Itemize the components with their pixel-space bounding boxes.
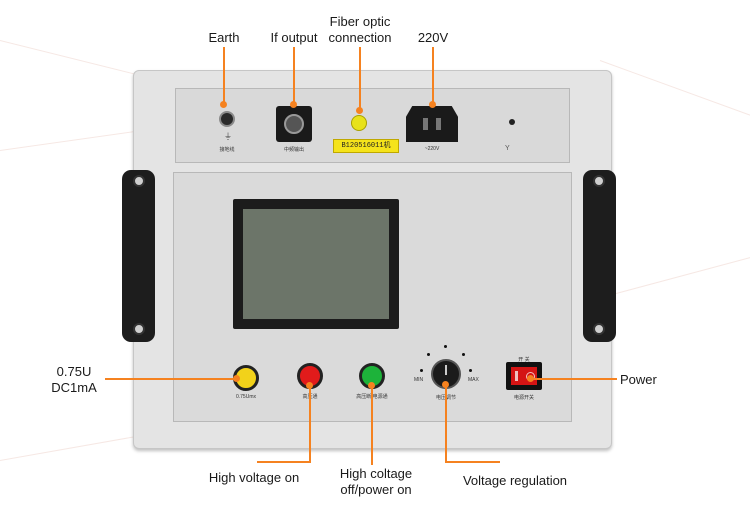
power-off-icon — [515, 371, 518, 381]
lcd-display — [233, 199, 399, 329]
callout-line-fiber — [359, 47, 361, 109]
callout-dot-power — [527, 375, 534, 382]
if-output-connector[interactable] — [276, 106, 312, 142]
connector-socket-icon — [284, 114, 304, 134]
callout-dot-220v — [429, 101, 436, 108]
callout-fiber-line2: connection — [328, 30, 392, 45]
callout-line-220v — [432, 47, 434, 103]
callout-line-power — [530, 378, 617, 380]
callout-dc-line1: 0.75U — [56, 364, 92, 379]
indicator-hole — [509, 119, 515, 125]
knob-tick — [427, 353, 430, 356]
handle-screw — [133, 175, 145, 187]
knob-max-label: MAX — [468, 377, 479, 383]
handle-screw — [133, 323, 145, 335]
power-inlet-220v[interactable] — [406, 106, 458, 142]
knob-tick — [469, 369, 472, 372]
power-switch-label: 电源开关 — [513, 395, 534, 401]
earth-terminal-label: 接地线 — [219, 147, 235, 153]
callout-power: Power — [620, 372, 657, 387]
signal-icon: Y — [505, 145, 510, 152]
callout-fiber-line1: Fiber optic — [329, 14, 391, 29]
right-handle — [583, 170, 616, 342]
callout-hv-off-line2: off/power on — [340, 482, 412, 497]
serial-number: B120516011机 — [341, 142, 391, 150]
knob-min-label: MIN — [414, 377, 424, 383]
if-output-label: 中频输出 — [283, 147, 304, 153]
knob-tick — [444, 345, 447, 348]
knob-tick — [462, 353, 465, 356]
earth-terminal[interactable] — [219, 111, 235, 127]
callout-dot-voltage-reg — [442, 381, 449, 388]
callout-line-earth — [223, 47, 225, 103]
earth-symbol-icon: ⏚ — [224, 132, 232, 141]
callout-dot-fiber — [356, 107, 363, 114]
callout-hv-off-line1: High coltage — [339, 466, 413, 481]
high-voltage-off-power-on-button[interactable] — [359, 363, 385, 389]
inlet-pin-icon — [423, 118, 428, 130]
callout-if-output: If output — [270, 30, 318, 45]
knob-tick — [420, 369, 423, 372]
power-inlet-label: ~220V — [424, 146, 440, 152]
background-line — [599, 60, 750, 116]
callout-220v: 220V — [417, 30, 449, 45]
knob-scale — [420, 345, 472, 397]
lcd-screen — [243, 209, 389, 319]
inlet-pin-icon — [436, 118, 441, 130]
callout-dot-earth — [220, 101, 227, 108]
callout-dot-if-output — [290, 101, 297, 108]
callout-hv-on: High voltage on — [208, 470, 300, 485]
callout-dot-dc — [233, 375, 240, 382]
handle-screw — [593, 323, 605, 335]
callout-dot-hv-on — [306, 382, 313, 389]
callout-line-if-output — [293, 47, 295, 103]
callout-dc-line2: DC1mA — [51, 380, 97, 395]
callout-line-hv-off — [371, 385, 373, 465]
callout-line-hv-on — [309, 385, 311, 463]
callout-line-voltage-reg — [445, 384, 447, 463]
callout-voltage-reg: Voltage regulation — [462, 473, 568, 488]
left-handle — [122, 170, 155, 342]
callout-earth: Earth — [208, 30, 240, 45]
callout-dot-hv-off — [368, 382, 375, 389]
callout-line-voltage-reg — [445, 461, 500, 463]
power-switch-top-label: 开 关 — [518, 357, 530, 363]
callout-line-hv-on — [257, 461, 311, 463]
knob-pointer — [445, 365, 447, 375]
power-switch[interactable] — [506, 362, 542, 390]
callout-line-dc — [105, 378, 237, 380]
handle-screw — [593, 175, 605, 187]
serial-sticker: B120516011机 — [333, 139, 399, 153]
button-075u-label: 0.75Umx — [235, 394, 256, 400]
fiber-optic-port[interactable] — [351, 115, 367, 131]
